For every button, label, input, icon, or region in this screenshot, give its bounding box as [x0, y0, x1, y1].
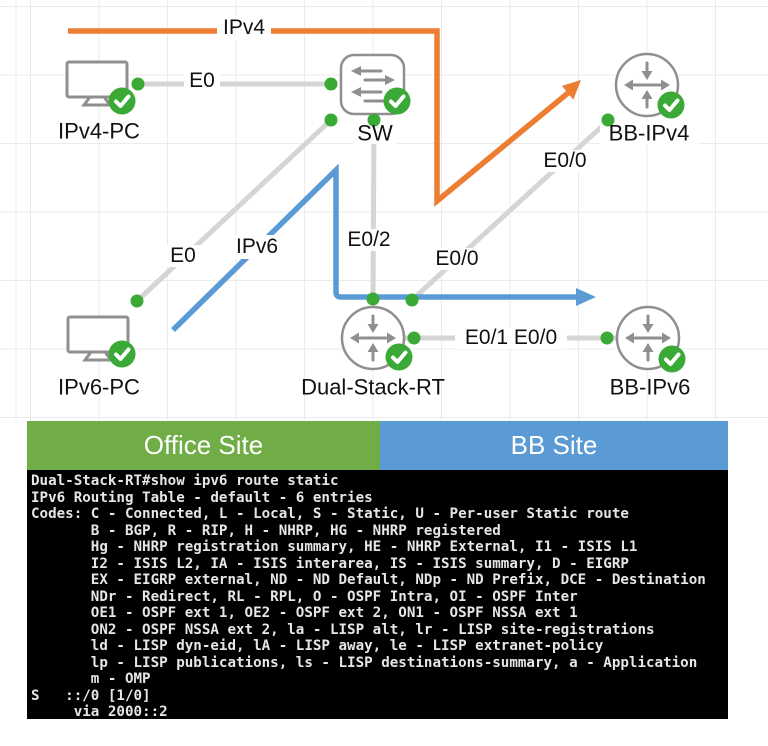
- flow-label-ipv4: IPv4: [222, 15, 266, 39]
- interface-label-e0: E0: [170, 243, 196, 267]
- interface-label-e0-2: E0/2: [347, 227, 391, 251]
- pc-icon: [65, 60, 129, 107]
- connection-dot: [324, 113, 338, 127]
- status-check-icon: [108, 340, 136, 368]
- connection-dots: [130, 77, 615, 345]
- flow-line-ipv4: [68, 28, 570, 207]
- terminal-output: Dual-Stack-RT#show ipv6 route static IPv…: [27, 470, 728, 719]
- node-label-bb-ipv4: BB-IPv4: [608, 120, 690, 146]
- flow-label-ipv6: IPv6: [235, 234, 279, 258]
- link-ipv6pc-sw: [135, 118, 333, 303]
- link-rt-bbipv4: [410, 117, 612, 302]
- topology-canvas: IPv4 E0 IPv4-PC SW BB-IPv4 E0/0 E0 IPv6 …: [0, 0, 768, 421]
- connection-dot: [601, 113, 615, 127]
- node-label-dual-stack-rt: Dual-Stack-RT: [301, 374, 445, 400]
- interface-label-e0-1-e0-0: E0/1 E0/0: [464, 325, 558, 349]
- connection-dot: [367, 113, 381, 127]
- node-label-sw: SW: [357, 120, 393, 146]
- topology-drawing: [65, 16, 698, 373]
- node-ipv4-pc[interactable]: [65, 60, 129, 107]
- node-label-ipv4-pc: IPv4-PC: [58, 118, 140, 144]
- connection-dot: [366, 292, 380, 306]
- status-check-icon: [385, 343, 413, 371]
- site-bar-bb: BB Site: [380, 421, 728, 470]
- connection-dot: [130, 294, 144, 308]
- site-bar-bb-label: BB Site: [510, 430, 598, 460]
- connection-dot: [405, 293, 419, 307]
- interface-label-e0-0: E0/0: [543, 148, 587, 172]
- status-check-icon: [383, 87, 411, 115]
- flow-line-ipv6: [171, 163, 578, 332]
- site-bar-office-label: Office Site: [143, 430, 264, 460]
- connection-dot: [324, 77, 338, 91]
- status-check-icon: [658, 345, 686, 373]
- connection-dot: [131, 77, 145, 91]
- connection-dot: [600, 331, 614, 345]
- link-sw-rt: [370, 119, 377, 300]
- flow-arrowhead-ipv4: [561, 80, 581, 100]
- site-bar-office: Office Site: [27, 421, 380, 470]
- node-label-ipv6-pc: IPv6-PC: [58, 374, 140, 400]
- label-masks: [165, 16, 698, 349]
- status-badges: [108, 87, 686, 373]
- interface-label-e0-0: E0/0: [435, 246, 479, 270]
- node-label-bb-ipv6: BB-IPv6: [609, 374, 691, 400]
- status-check-icon: [108, 87, 136, 115]
- flow-arrowhead-ipv6: [576, 288, 596, 306]
- connection-dot: [407, 331, 421, 345]
- interface-label-e0: E0: [189, 68, 215, 92]
- status-check-icon: [657, 91, 685, 119]
